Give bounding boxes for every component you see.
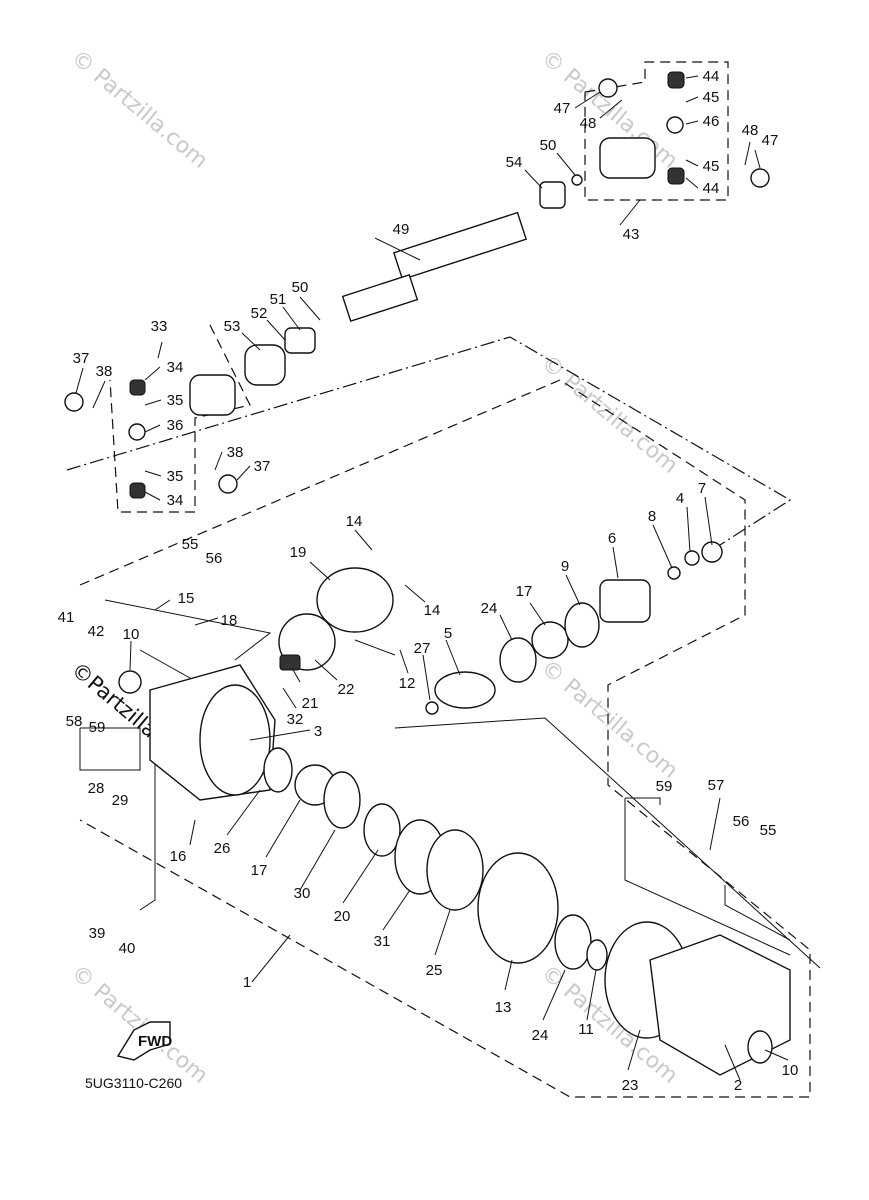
callout-12: 12	[399, 675, 416, 692]
rear-universal-joint	[64, 327, 316, 499]
callout-16: 16	[170, 848, 187, 865]
watermark: © Partzilla.com	[536, 350, 682, 478]
callout-6: 6	[608, 530, 616, 547]
callout-32: 32	[287, 711, 304, 728]
assembly-boundaries	[66, 61, 821, 1098]
callout-15: 15	[178, 590, 195, 607]
callout-26: 26	[214, 840, 231, 857]
callout-labels: 1 2 3 4 5 6 7 8 9 10 10 11 12 13 14 14 1…	[58, 68, 799, 1094]
callout-14: 14	[346, 513, 363, 530]
callout-34: 34	[167, 359, 184, 376]
callout-47: 47	[554, 100, 571, 117]
callout-53: 53	[224, 318, 241, 335]
callout-1: 1	[243, 974, 251, 991]
callout-24: 24	[481, 600, 498, 617]
callout-57: 57	[708, 777, 725, 794]
callout-50: 50	[540, 137, 557, 154]
callout-42: 42	[88, 623, 105, 640]
callout-35: 35	[167, 392, 184, 409]
diagram-code: 5UG3110-C260	[85, 1075, 182, 1091]
callout-22: 22	[338, 681, 355, 698]
watermark: © Partzilla.com	[66, 960, 212, 1088]
callout-5: 5	[444, 625, 452, 642]
callout-40: 40	[119, 940, 136, 957]
callout-48: 48	[580, 115, 597, 132]
callout-59: 59	[656, 778, 673, 795]
callout-27: 27	[414, 640, 431, 657]
callout-46: 46	[703, 113, 720, 130]
callout-7: 7	[698, 480, 706, 497]
differential-components	[118, 541, 791, 1076]
callout-3: 3	[314, 723, 322, 740]
callout-21: 21	[302, 695, 319, 712]
callout-51: 51	[270, 291, 287, 308]
callout-17: 17	[516, 583, 533, 600]
callout-30: 30	[294, 885, 311, 902]
front-universal-joint	[598, 71, 770, 188]
callout-52: 52	[251, 305, 268, 322]
callout-56: 56	[206, 550, 223, 567]
callout-55: 55	[760, 822, 777, 839]
callout-4: 4	[676, 490, 684, 507]
callout-20: 20	[334, 908, 351, 925]
callout-50: 50	[292, 279, 309, 296]
callout-39: 39	[89, 925, 106, 942]
callout-55: 55	[182, 536, 199, 553]
callout-37: 37	[73, 350, 90, 367]
drive-shaft-assembly	[341, 174, 583, 323]
callout-56: 56	[733, 813, 750, 830]
callout-44: 44	[703, 68, 720, 85]
callout-58: 58	[66, 713, 83, 730]
callout-8: 8	[648, 508, 656, 525]
callout-9: 9	[561, 558, 569, 575]
callout-23: 23	[622, 1077, 639, 1094]
callout-18: 18	[221, 612, 238, 629]
callout-43: 43	[623, 226, 640, 243]
callout-48: 48	[742, 122, 759, 139]
callout-14: 14	[424, 602, 441, 619]
watermark: © Partzilla.com	[66, 45, 212, 173]
callout-25: 25	[426, 962, 443, 979]
callout-49: 49	[393, 221, 410, 238]
callout-41: 41	[58, 609, 75, 626]
callout-36: 36	[167, 417, 184, 434]
leader-lines	[75, 75, 789, 1081]
callout-29: 29	[112, 792, 129, 809]
callout-45: 45	[703, 158, 720, 175]
callout-19: 19	[290, 544, 307, 561]
callout-38: 38	[96, 363, 113, 380]
callout-11: 11	[578, 1021, 594, 1038]
fwd-label: FWD	[138, 1033, 172, 1050]
callout-45: 45	[703, 89, 720, 106]
callout-44: 44	[703, 180, 720, 197]
callout-2: 2	[734, 1077, 742, 1094]
callout-31: 31	[374, 933, 391, 950]
callout-33: 33	[151, 318, 168, 335]
callout-17: 17	[251, 862, 268, 879]
callout-38: 38	[227, 444, 244, 461]
callout-35: 35	[167, 468, 184, 485]
callout-59: 59	[89, 719, 106, 736]
callout-13: 13	[495, 999, 512, 1016]
fwd-arrow: FWD	[116, 1021, 172, 1061]
callout-10: 10	[782, 1062, 799, 1079]
callout-37: 37	[254, 458, 271, 475]
callout-28: 28	[88, 780, 105, 797]
callout-47: 47	[762, 132, 779, 149]
callout-34: 34	[167, 492, 184, 509]
watermark: © Partzilla.com	[536, 655, 682, 783]
callout-10: 10	[123, 626, 140, 643]
callout-24: 24	[532, 1027, 549, 1044]
callout-54: 54	[506, 154, 523, 171]
